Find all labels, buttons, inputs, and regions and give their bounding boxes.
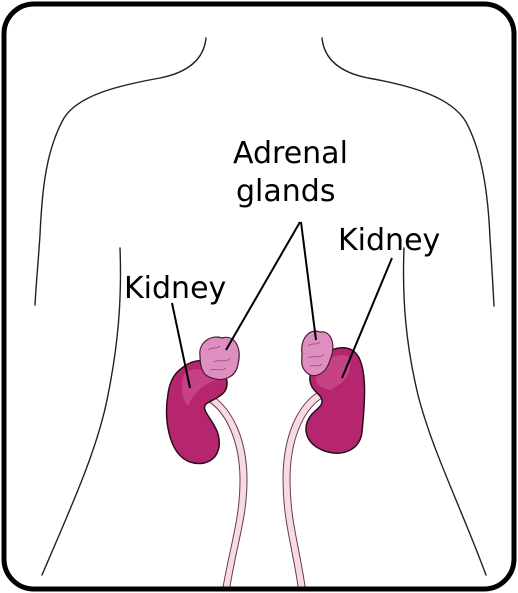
frame-background: [4, 4, 514, 589]
label-kidney-left: Kidney: [124, 271, 226, 306]
left-adrenal-gland: [200, 337, 239, 379]
label-adrenal-line1: Adrenal: [233, 136, 348, 171]
label-adrenal-line2: glands: [236, 174, 335, 209]
label-kidney-right: Kidney: [338, 223, 440, 258]
